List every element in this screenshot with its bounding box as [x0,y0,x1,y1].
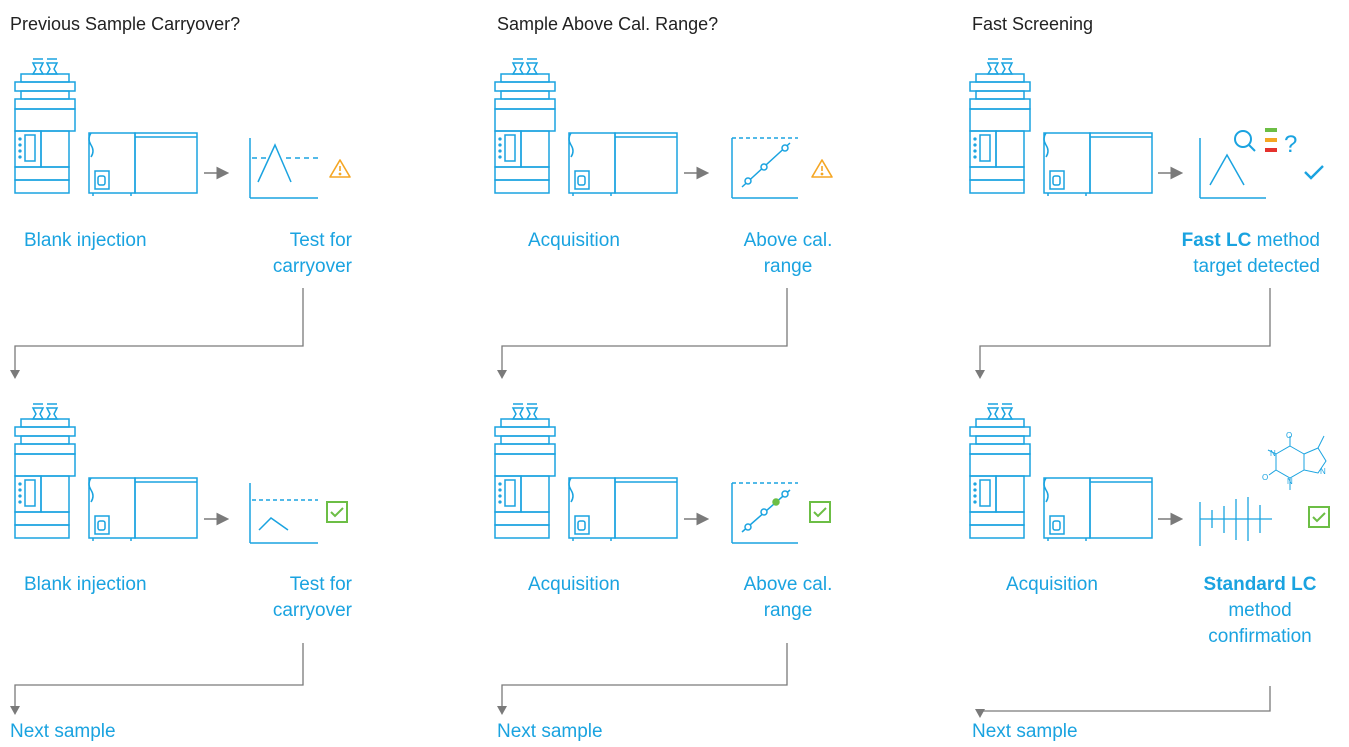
step-label-line: Test for [289,574,352,595]
status-bars-icon [1265,128,1277,152]
svg-text:O: O [1262,473,1268,482]
step-label: Acquisition [528,574,620,595]
step-label-line: confirmation [1208,626,1312,647]
step-label: Test for carryover [246,228,352,280]
step-label-line: Test for [289,230,352,251]
next-sample-label: Next sample [10,721,116,742]
lc-instrument-icon [969,403,1153,542]
connector-arrowhead [975,709,985,718]
step-label-line: Above cal. [743,574,833,595]
step-label-line: carryover [272,600,352,621]
connector-line [14,643,304,708]
step-label-line: target detected [1193,256,1320,277]
lc-instrument-icon [14,58,198,197]
svg-text:O: O [1286,431,1292,440]
checkbox-icon [809,501,831,523]
step-label-line: range [763,600,813,621]
search-icon [1234,130,1256,152]
next-sample-label: Next sample [497,721,603,742]
checkbox-icon [326,501,348,523]
step-label: Above cal. range [726,572,850,624]
column-title-carryover: Previous Sample Carryover? [10,14,241,34]
next-sample-label: Next sample [972,721,1078,742]
chromatogram-icon [249,138,318,199]
method-name: Standard LC [1203,574,1317,595]
warning-icon [811,159,833,178]
step-label: Above cal. range [726,228,850,280]
step-label: Standard LC method confirmation [1180,572,1340,650]
step-label-line: Standard LC [1180,572,1340,598]
column-title-cal-range: Sample Above Cal. Range? [497,14,719,34]
molecule-icon: O O N N N [1262,431,1327,490]
step-label: Blank injection [24,230,147,251]
mass-spectrum-icon [1199,497,1272,546]
calibration-curve-icon [731,137,798,199]
step-label-line: method [1228,600,1292,621]
calibration-curve-icon [731,482,798,544]
question-icon: ? [1284,131,1297,158]
step-label: Test for carryover [246,572,352,624]
method-suffix: method [1251,230,1320,251]
connector-arrowhead [10,370,20,379]
lc-instrument-icon [494,403,678,542]
connector-arrowhead [497,370,507,379]
connector-arrowhead [975,370,985,379]
chromatogram-icon [249,483,318,544]
step-label-line: Above cal. [743,230,833,251]
connector-arrowhead [497,706,507,715]
lc-instrument-icon [494,58,678,197]
step-label: Acquisition [528,230,620,251]
checkmark-icon [1304,165,1324,180]
svg-text:N: N [1287,477,1293,486]
step-label: Fast LC method target detected [1150,228,1320,280]
svg-text:N: N [1270,449,1276,458]
connector-line [501,288,788,372]
lc-instrument-icon [14,403,198,542]
step-label-line: range [763,256,813,277]
connector-line [979,288,1271,372]
connector-line [501,643,788,708]
method-name: Fast LC [1181,230,1252,251]
warning-icon [329,159,351,178]
connector-line [14,288,304,372]
step-label: Acquisition [1006,574,1098,595]
checkbox-icon [1308,506,1330,528]
column-title-fast-screening: Fast Screening [972,14,1094,34]
lc-instrument-icon [969,58,1153,197]
step-label: Blank injection [24,574,147,595]
step-label-line: Fast LC method [1150,228,1320,254]
chromatogram-icon [1199,138,1266,199]
step-label-line: carryover [272,256,352,277]
connector-arrowhead [10,706,20,715]
connector-line [979,686,1271,713]
svg-text:N: N [1320,467,1326,476]
